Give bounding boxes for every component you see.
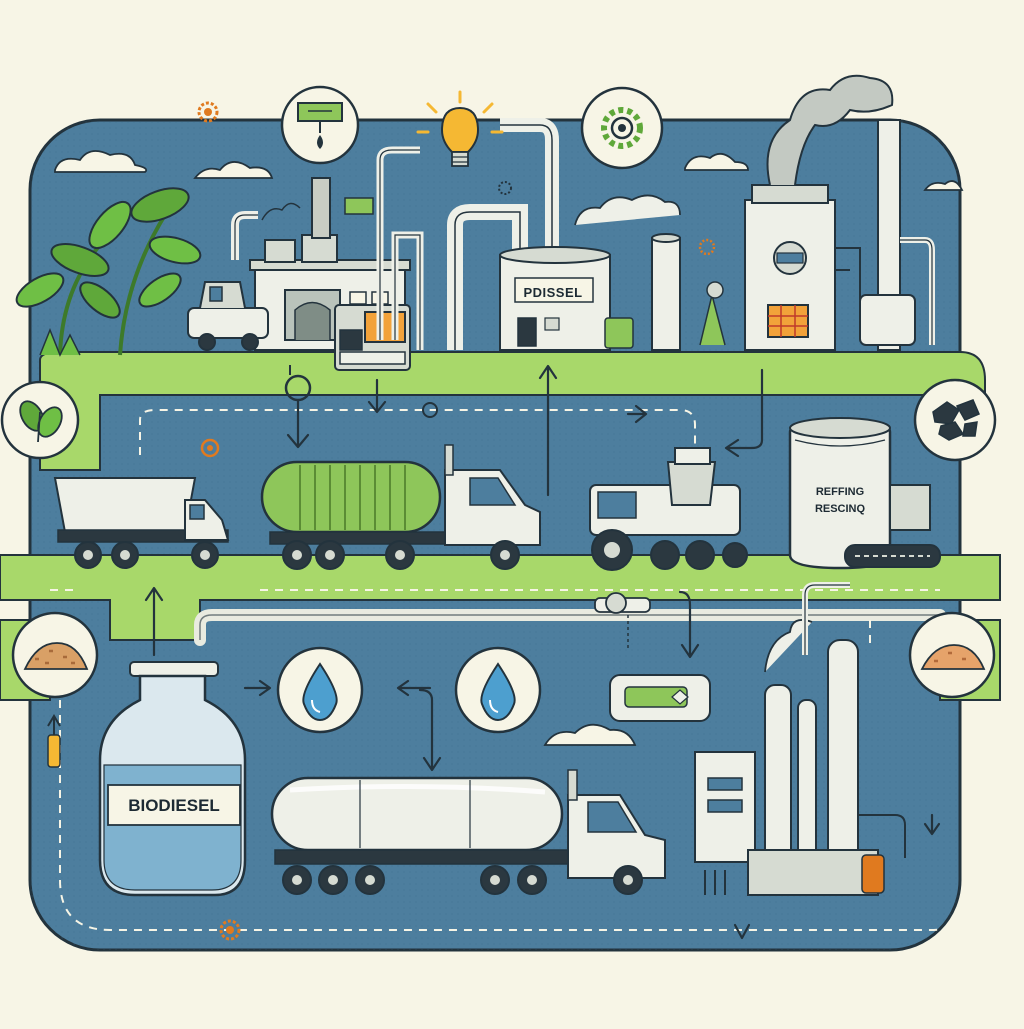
light-bulb-icon — [440, 106, 480, 153]
arrow-down-1 — [286, 398, 310, 449]
badge-water-drop-1 — [276, 646, 364, 734]
water-droplet-icon — [302, 662, 338, 722]
badge-faucet-drop — [280, 85, 360, 165]
badge-coal — [913, 378, 997, 462]
arrow-down-bottom — [733, 923, 751, 940]
clouds — [54, 150, 964, 746]
arrow-left-down — [396, 679, 442, 772]
smokestack-middle — [574, 194, 726, 351]
plant-leaf-icon — [19, 400, 63, 443]
gear-icon — [422, 402, 438, 418]
pipe-network-top — [376, 118, 559, 350]
arrow-up-plant — [538, 364, 558, 497]
gear-icon — [219, 919, 241, 941]
dashed-flow-paths — [50, 409, 981, 931]
badge-water-drop-2 — [454, 646, 542, 734]
badge-light-bulb — [416, 90, 504, 167]
gear-icon — [601, 107, 643, 149]
gear-icon — [200, 438, 220, 458]
coal-icon — [932, 399, 980, 441]
refining-tank — [788, 417, 941, 570]
tall-chimney — [835, 119, 935, 351]
dump-truck — [53, 477, 230, 569]
forklift-vehicle — [187, 281, 269, 351]
badge-gear — [580, 86, 664, 170]
gear-icon — [498, 181, 512, 195]
flow-arrows — [144, 364, 941, 940]
biodiesel-bottle — [98, 661, 247, 897]
water-droplet-icon — [480, 662, 516, 722]
badge-sediment-right — [908, 611, 996, 699]
green-tanker-truck — [260, 444, 541, 570]
biodiesel-plant — [499, 246, 634, 351]
valve-faucet — [594, 592, 651, 650]
arrow-down-edge — [923, 813, 941, 836]
refinery-tower — [744, 74, 894, 351]
arrow-right-mid — [626, 404, 648, 424]
gear-icon — [698, 238, 716, 256]
arrow-down-right — [678, 590, 700, 659]
badge-plant-leaf — [0, 380, 80, 460]
tractor-mixer — [589, 447, 748, 571]
decorative-gears — [197, 101, 716, 941]
processing-factory — [231, 177, 411, 351]
arrow-right-drop — [243, 679, 272, 697]
gear-icon — [197, 101, 219, 123]
control-monitor — [334, 304, 411, 371]
hook-ring — [284, 365, 312, 402]
sediment-pile-icon — [920, 644, 986, 670]
level-indicator — [47, 714, 61, 768]
faucet-drop-icon — [297, 102, 343, 122]
white-tanker-truck — [270, 769, 666, 895]
arrow-up-bottle — [144, 586, 164, 657]
gauge-capsule — [609, 674, 711, 722]
arrow-down-2 — [367, 378, 387, 414]
distillation-column — [694, 582, 906, 896]
plant-leaves — [15, 187, 202, 357]
arrow-left-refinery — [724, 368, 764, 458]
badge-sediment-left — [11, 611, 99, 699]
